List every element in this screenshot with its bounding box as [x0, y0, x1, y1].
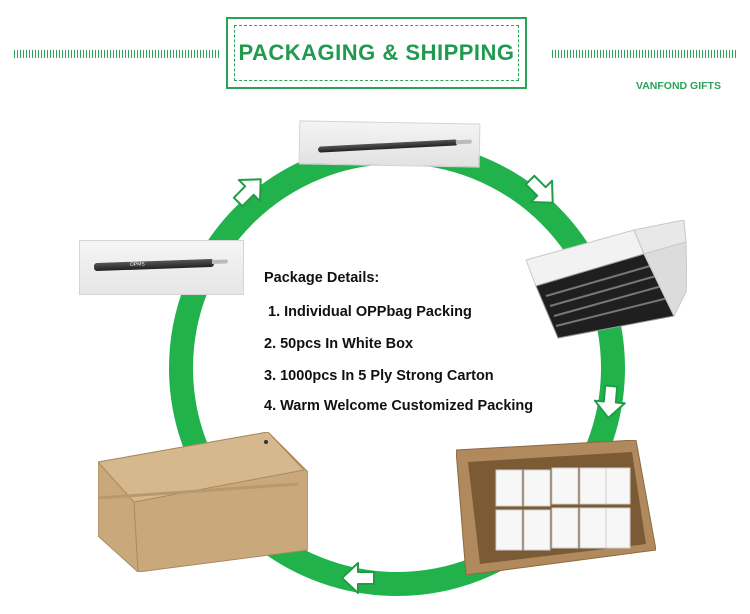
- package-details-heading: Package Details:: [264, 270, 380, 286]
- arrow-icon-top-left: [232, 178, 262, 208]
- pen-tip: [455, 139, 472, 145]
- open-carton-graphic: [455, 439, 657, 576]
- package-detail-item: 2. 50pcs In White Box: [264, 336, 414, 352]
- brand-name: VANFOND GIFTS: [636, 80, 721, 92]
- decorative-stripe-right: [552, 50, 736, 58]
- white-box-graphic: [525, 219, 688, 339]
- page-title: PACKAGING & SHIPPING: [238, 40, 515, 65]
- title-banner-inner: PACKAGING & SHIPPING: [234, 25, 519, 81]
- pen-graphic: [317, 139, 472, 153]
- title-banner: PACKAGING & SHIPPING: [226, 17, 527, 89]
- pen-in-opp-bag-left-image: OPMS: [79, 240, 244, 295]
- decorative-stripe-left: [14, 50, 220, 58]
- open-carton-with-boxes-image: [455, 439, 657, 576]
- pen-tip: [211, 259, 228, 264]
- pen-graphic: OPMS: [93, 258, 228, 272]
- arrow-icon-top-right: [524, 174, 554, 204]
- closed-carton-image: [97, 431, 309, 573]
- white-box-with-pens-image: [524, 219, 688, 340]
- arrow-icon-bottom: [341, 562, 375, 594]
- arrow-icon-right: [593, 384, 626, 419]
- package-detail-item: 1. Individual OPPbag Packing: [268, 304, 472, 320]
- pen-in-opp-bag-top-image: [298, 120, 481, 168]
- package-detail-item: 3. 1000pcs In 5 Ply Strong Carton: [264, 368, 494, 384]
- package-detail-item: 4. Warm Welcome Customized Packing: [264, 398, 534, 414]
- pen-logo-text: OPMS: [129, 261, 145, 268]
- closed-carton-graphic: [97, 431, 309, 573]
